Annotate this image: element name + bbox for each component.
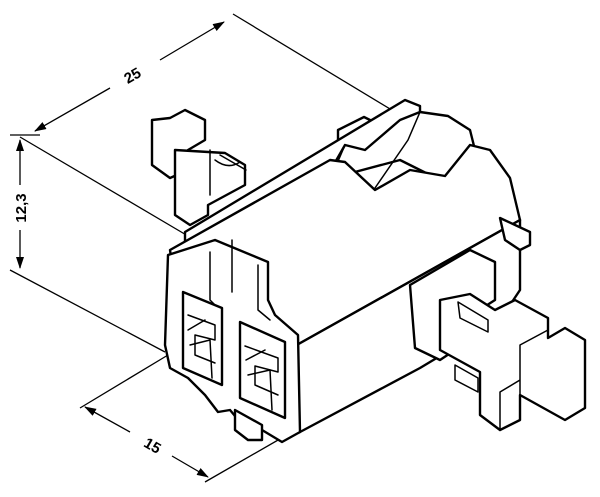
rear-left-bracket: [150, 108, 207, 180]
dimension-width: 15: [79, 354, 293, 483]
extension-line-height-bottom: [9, 269, 166, 353]
terminal-contact-right-lower: [247, 369, 273, 411]
terminal-cavity-right: [238, 320, 287, 420]
extension-line-length-left: [19, 136, 189, 237]
dimension-line-length-a: [34, 87, 111, 132]
terminal-contact-left: [187, 314, 216, 364]
right-mounting-bracket: [438, 292, 587, 432]
dimension-height: 12,3: [9, 134, 166, 353]
dimension-label-height: 12,3: [13, 193, 30, 222]
front-face-ridge-right: [257, 264, 271, 321]
right-side-flange: [498, 216, 532, 252]
extension-line-length-right: [232, 13, 406, 119]
front-bottom-notch: [233, 408, 264, 442]
right-bracket-slot-bottom: [454, 364, 479, 393]
dimension-line-width-b: [171, 455, 209, 478]
dimension-length: 25: [19, 13, 406, 237]
dimension-label-width: 15: [141, 435, 164, 458]
dimension-line-width-a: [84, 406, 131, 433]
terminal-contact-right: [244, 345, 279, 396]
connector-housing: [150, 98, 587, 444]
right-bracket-slot-top: [457, 301, 489, 333]
right-bracket-edge: [499, 329, 549, 431]
dimension-label-length: 25: [121, 65, 144, 88]
dimension-line-length-b: [159, 21, 225, 61]
terminal-contact-left-lower: [189, 339, 213, 379]
terminal-cavity-left: [181, 290, 224, 387]
extension-line-width-left: [79, 354, 169, 409]
rear-left-bracket-detail: [209, 149, 247, 196]
